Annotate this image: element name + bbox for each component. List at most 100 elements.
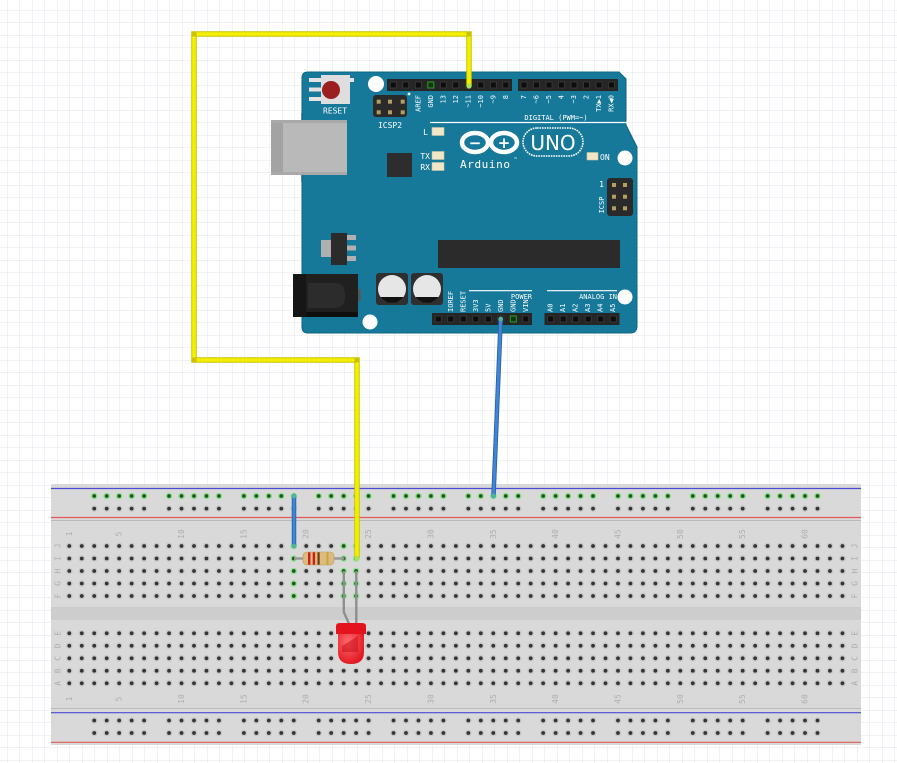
breadboard-hole-i59[interactable] (789, 555, 796, 562)
rail-hole-top-2-59[interactable] (789, 505, 796, 512)
breadboard-hole-i31[interactable] (440, 555, 447, 562)
breadboard-hole-f8[interactable] (153, 592, 160, 600)
breadboard-hole-h46[interactable] (627, 567, 634, 575)
breadboard-hole-g6[interactable] (128, 580, 135, 587)
blue-short-wire[interactable] (291, 493, 297, 549)
rail-hole-bottom-1-41[interactable] (564, 717, 572, 724)
breadboard-hole-h33[interactable] (465, 567, 472, 575)
rail-hole-bottom-1-9[interactable] (165, 717, 173, 724)
breadboard-hole-c12[interactable] (203, 655, 210, 662)
rail-hole-top-2-25[interactable] (365, 505, 372, 512)
rail-hole-top-2-35[interactable] (489, 505, 497, 512)
breadboard-hole-j7[interactable] (140, 542, 148, 550)
breadboard-hole-i38[interactable] (527, 555, 534, 562)
breadboard-hole-h53[interactable] (714, 567, 722, 575)
rail-hole-bottom-2-36[interactable] (502, 729, 510, 737)
breadboard-hole-g28[interactable] (402, 580, 410, 587)
breadboard-hole-e39[interactable] (539, 630, 547, 637)
breadboard-hole-b19[interactable] (290, 667, 298, 675)
breadboard-hole-f6[interactable] (128, 592, 135, 600)
breadboard-hole-j42[interactable] (577, 542, 584, 550)
breadboard-hole-c52[interactable] (701, 655, 709, 662)
breadboard-hole-d47[interactable] (639, 642, 647, 650)
breadboard-hole-b55[interactable] (739, 667, 746, 675)
breadboard-hole-d43[interactable] (589, 642, 597, 650)
breadboard-hole-g47[interactable] (639, 580, 647, 587)
breadboard-hole-e61[interactable] (814, 630, 821, 637)
breadboard-hole-g18[interactable] (277, 580, 285, 587)
breadboard-hole-j36[interactable] (502, 542, 510, 550)
breadboard-hole-a3[interactable] (90, 680, 98, 687)
breadboard-hole-g2[interactable] (78, 580, 86, 587)
breadboard-hole-h59[interactable] (789, 567, 796, 575)
breadboard-hole-e30[interactable] (427, 630, 435, 637)
breadboard-hole-d8[interactable] (153, 642, 160, 650)
rail-hole-bottom-2-42[interactable] (577, 729, 584, 737)
rail-hole-bottom-2-57[interactable] (764, 729, 771, 737)
breadboard-hole-b22[interactable] (327, 667, 335, 675)
rail-hole-top-1-6[interactable] (128, 492, 135, 500)
breadboard-hole-h30[interactable] (427, 567, 435, 575)
breadboard-hole-b18[interactable] (277, 667, 285, 675)
breadboard-hole-h49[interactable] (664, 567, 672, 575)
breadboard-hole-j21[interactable] (315, 542, 323, 550)
rail-hole-top-2-18[interactable] (277, 505, 285, 512)
breadboard-hole-g1[interactable] (66, 580, 73, 587)
breadboard-hole-j27[interactable] (390, 542, 397, 550)
breadboard-hole-g9[interactable] (165, 580, 173, 587)
rail-hole-top-1-55[interactable] (739, 492, 746, 500)
breadboard-hole-g21[interactable] (315, 580, 323, 587)
breadboard-hole-d2[interactable] (78, 642, 86, 650)
breadboard-hole-g37[interactable] (514, 580, 522, 587)
breadboard-hole-f62[interactable] (826, 592, 834, 600)
rail-hole-top-2-9[interactable] (165, 505, 173, 512)
breadboard-hole-h32[interactable] (452, 567, 460, 575)
yellow-wire[interactable] (191, 31, 472, 562)
icsp2-pin[interactable] (388, 99, 392, 104)
rail-hole-top-1-57[interactable] (764, 492, 771, 500)
breadboard-hole-f38[interactable] (527, 592, 534, 600)
breadboard-hole-f7[interactable] (140, 592, 148, 600)
rail-hole-top-1-34[interactable] (477, 492, 485, 500)
breadboard-hole-j47[interactable] (639, 542, 647, 550)
rail-hole-bottom-1-22[interactable] (327, 717, 335, 724)
breadboard-hole-a40[interactable] (552, 680, 559, 687)
rail-hole-bottom-2-49[interactable] (664, 729, 672, 737)
breadboard-hole-g57[interactable] (764, 580, 771, 587)
breadboard-hole-f61[interactable] (814, 592, 821, 600)
red-led[interactable] (336, 571, 366, 664)
rail-hole-bottom-2-30[interactable] (427, 729, 435, 737)
rail-hole-top-2-48[interactable] (652, 505, 659, 512)
breadboard-hole-c63[interactable] (839, 655, 846, 662)
breadboard-hole-h35[interactable] (489, 567, 497, 575)
breadboard-hole-a49[interactable] (664, 680, 672, 687)
breadboard-hole-h26[interactable] (377, 567, 385, 575)
breadboard-hole-c39[interactable] (539, 655, 547, 662)
wire-end-connected[interactable] (354, 555, 360, 562)
rail-hole-bottom-1-7[interactable] (140, 717, 148, 724)
breadboard[interactable]: 1155101015152020252530303535404045455050… (51, 484, 861, 745)
rail-hole-bottom-2-23[interactable] (340, 729, 347, 737)
breadboard-hole-f55[interactable] (739, 592, 746, 600)
breadboard-hole-h4[interactable] (103, 567, 111, 575)
breadboard-hole-h48[interactable] (652, 567, 659, 575)
breadboard-hole-e33[interactable] (465, 630, 472, 637)
header-pin-3v3[interactable] (472, 315, 480, 323)
breadboard-hole-d16[interactable] (253, 642, 260, 650)
breadboard-hole-j57[interactable] (764, 542, 771, 550)
breadboard-hole-d54[interactable] (726, 642, 734, 650)
breadboard-hole-b59[interactable] (789, 667, 796, 675)
wire-end-connected[interactable] (498, 316, 504, 322)
breadboard-hole-g27[interactable] (390, 580, 397, 587)
header-pin-12[interactable] (452, 81, 460, 89)
breadboard-hole-c58[interactable] (776, 655, 784, 662)
breadboard-hole-c10[interactable] (178, 655, 185, 662)
reset-button-cap[interactable] (322, 81, 340, 99)
header-pin-ioref[interactable] (447, 315, 455, 323)
breadboard-hole-d52[interactable] (701, 642, 709, 650)
breadboard-hole-j40[interactable] (552, 542, 559, 550)
breadboard-hole-d20[interactable] (302, 642, 310, 650)
rail-hole-top-2-17[interactable] (265, 505, 273, 512)
breadboard-hole-e21[interactable] (315, 630, 323, 637)
wire-end-connected[interactable] (491, 493, 496, 499)
